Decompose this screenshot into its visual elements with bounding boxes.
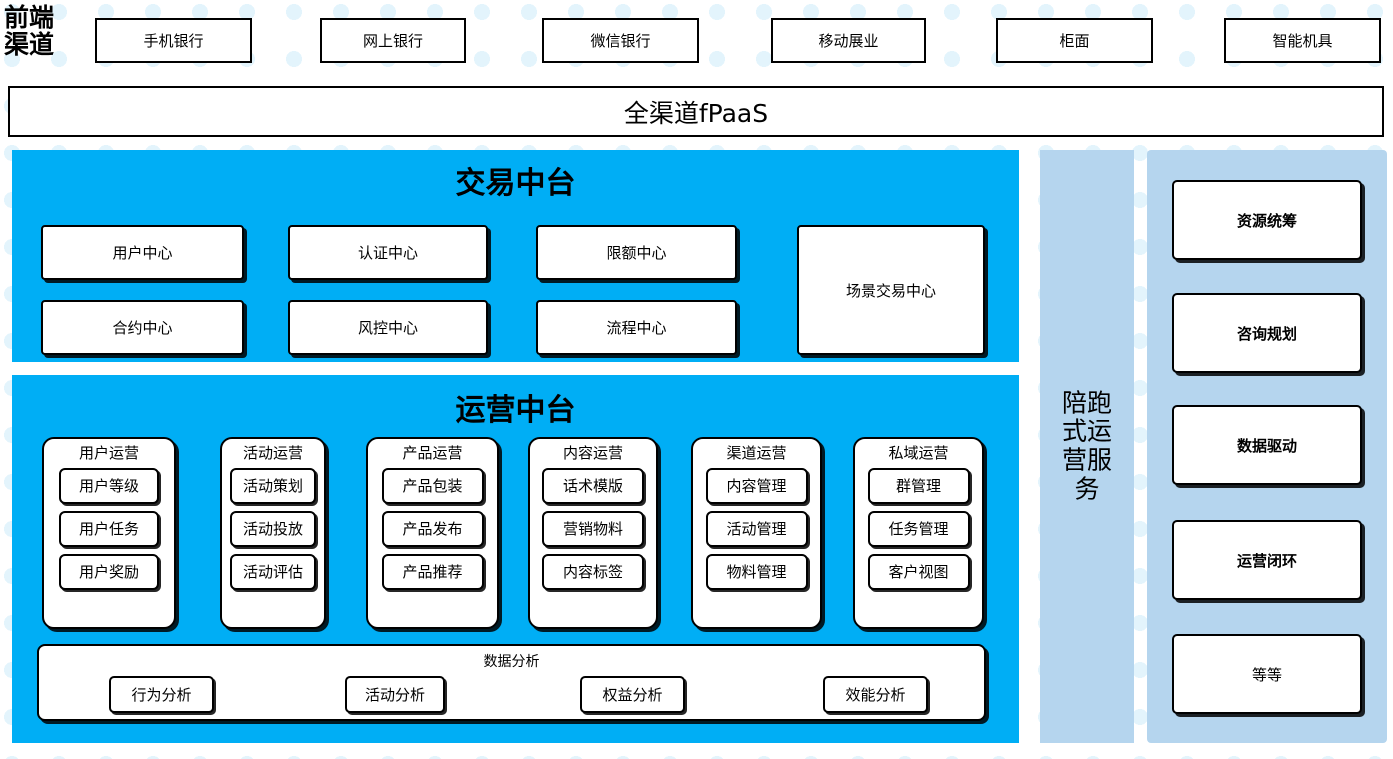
data-analysis-item-label: 活动分析	[364, 686, 425, 704]
transaction-box-label: 场景交易中心	[845, 281, 936, 300]
transaction-box-label: 限额中心	[606, 244, 667, 262]
transaction-box-label: 流程中心	[606, 319, 667, 337]
transaction-box-riskcontrol-center[interactable]: 风控中心	[288, 300, 488, 355]
data-analysis-item-efficiency[interactable]: 效能分析	[823, 676, 928, 713]
transaction-platform-title: 交易中台	[455, 166, 576, 201]
operation-item[interactable]: 活动评估	[230, 553, 316, 590]
operation-column-private-domain-operation[interactable]: 私域运营 群管理 任务管理 客户视图	[853, 437, 984, 629]
transaction-box-label: 合约中心	[112, 319, 173, 337]
transaction-box-contract-center[interactable]: 合约中心	[41, 300, 244, 355]
accompany-line-2: 式运	[1061, 416, 1112, 446]
channel-label: 移动展业	[818, 32, 879, 50]
channel-box-mobile-business[interactable]: 移动展业	[771, 18, 926, 63]
service-box-resource-coordination[interactable]: 资源统筹	[1172, 180, 1362, 260]
service-box-data-driven[interactable]: 数据驱动	[1172, 405, 1362, 485]
operation-item[interactable]: 内容标签	[542, 553, 644, 590]
transaction-box-process-center[interactable]: 流程中心	[536, 300, 737, 355]
service-box-operation-closed-loop[interactable]: 运营闭环	[1172, 520, 1362, 600]
data-analysis-item-label: 行为分析	[131, 686, 192, 704]
data-analysis-item-benefit[interactable]: 权益分析	[580, 676, 685, 713]
service-box-consulting-planning[interactable]: 咨询规划	[1172, 293, 1362, 373]
operation-item[interactable]: 话术模版	[542, 467, 644, 504]
channel-box-smart-machine[interactable]: 智能机具	[1224, 18, 1381, 63]
channel-label: 手机银行	[143, 32, 204, 50]
service-box-etc[interactable]: 等等	[1172, 634, 1362, 714]
transaction-box-label: 认证中心	[357, 244, 418, 262]
accompany-line-3: 营服	[1061, 445, 1112, 475]
operation-column-title: 活动运营	[242, 444, 303, 462]
service-box-label: 运营闭环	[1236, 551, 1297, 570]
channel-label: 柜面	[1059, 32, 1090, 50]
channel-box-mobile-banking[interactable]: 手机银行	[95, 18, 252, 63]
operation-item[interactable]: 产品发布	[381, 510, 484, 547]
operation-item[interactable]: 任务管理	[867, 510, 970, 547]
operation-column-title: 产品运营	[402, 444, 463, 462]
operation-item[interactable]: 用户任务	[59, 510, 159, 547]
front-channel-label-line2: 渠道	[4, 30, 55, 59]
front-channel-label-line1: 前端	[4, 3, 55, 32]
channel-box-counter[interactable]: 柜面	[996, 18, 1153, 63]
operation-column-title: 用户运营	[78, 444, 139, 462]
channel-label: 网上银行	[362, 32, 423, 50]
transaction-box-scene-transaction-center[interactable]: 场景交易中心	[797, 225, 985, 355]
operation-item[interactable]: 群管理	[867, 467, 970, 504]
transaction-box-limit-center[interactable]: 限额中心	[536, 225, 737, 280]
fpaas-label: 全渠道fPaaS	[623, 98, 769, 128]
transaction-box-label: 风控中心	[357, 319, 418, 337]
operation-column-title: 内容运营	[562, 444, 623, 462]
accompany-operation-service-rail: 陪跑 式运 营服 务	[1040, 150, 1134, 743]
operation-column-product-operation[interactable]: 产品运营 产品包装 产品发布 产品推荐	[366, 437, 499, 629]
transaction-box-auth-center[interactable]: 认证中心	[288, 225, 488, 280]
channel-box-online-banking[interactable]: 网上银行	[320, 18, 466, 63]
service-box-label: 等等	[1251, 665, 1282, 684]
data-analysis-item-label: 效能分析	[845, 686, 906, 704]
operation-column-title: 私域运营	[888, 444, 949, 462]
accompany-line-4: 务	[1074, 474, 1100, 504]
channel-label: 微信银行	[590, 32, 651, 50]
accompany-line-1: 陪跑	[1061, 388, 1112, 417]
operation-item[interactable]: 活动管理	[705, 510, 808, 547]
operation-item[interactable]: 活动投放	[230, 510, 316, 547]
data-analysis-item-behavior[interactable]: 行为分析	[109, 676, 214, 713]
data-analysis-item-label: 权益分析	[602, 686, 663, 704]
service-box-label: 资源统筹	[1236, 211, 1297, 230]
front-channel-label: 前端 渠道	[4, 4, 90, 58]
operation-item[interactable]: 内容管理	[705, 467, 808, 504]
data-analysis-item-campaign[interactable]: 活动分析	[345, 676, 445, 713]
operation-column-content-operation[interactable]: 内容运营 话术模版 营销物料 内容标签	[528, 437, 658, 629]
transaction-box-label: 用户中心	[112, 244, 173, 262]
operation-item[interactable]: 用户奖励	[59, 553, 159, 590]
accompany-operation-service-label: 陪跑 式运 营服 务	[1054, 388, 1120, 504]
operation-item[interactable]: 客户视图	[867, 553, 970, 590]
operation-item[interactable]: 产品包装	[381, 467, 484, 504]
operation-column-user-operation[interactable]: 用户运营 用户等级 用户任务 用户奖励	[42, 437, 176, 629]
operation-platform-title: 运营中台	[455, 393, 576, 428]
service-box-label: 数据驱动	[1236, 436, 1297, 455]
transaction-box-user-center[interactable]: 用户中心	[41, 225, 244, 280]
operation-column-campaign-operation[interactable]: 活动运营 活动策划 活动投放 活动评估	[220, 437, 326, 629]
data-analysis-title: 数据分析	[483, 654, 540, 670]
service-box-label: 咨询规划	[1236, 324, 1297, 343]
operation-column-title: 渠道运营	[726, 444, 787, 462]
fpaas-bar[interactable]: 全渠道fPaaS	[8, 86, 1384, 137]
channel-box-wechat-banking[interactable]: 微信银行	[542, 18, 699, 63]
operation-item[interactable]: 营销物料	[542, 510, 644, 547]
operation-column-channel-operation[interactable]: 渠道运营 内容管理 活动管理 物料管理	[691, 437, 822, 629]
operation-item[interactable]: 物料管理	[705, 553, 808, 590]
operation-item[interactable]: 产品推荐	[381, 553, 484, 590]
operation-item[interactable]: 用户等级	[59, 467, 159, 504]
operation-item[interactable]: 活动策划	[230, 467, 316, 504]
channel-label: 智能机具	[1272, 32, 1333, 50]
